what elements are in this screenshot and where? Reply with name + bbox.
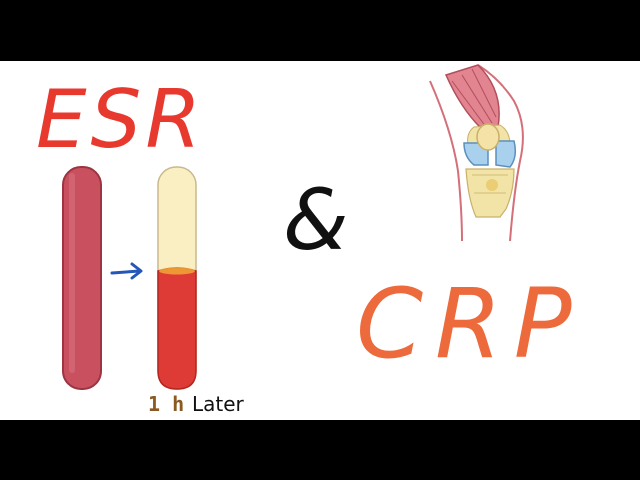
- thumbnail-canvas: ESR 1 h Later &: [0, 61, 640, 420]
- caption-later: Later: [192, 392, 245, 416]
- ampersand: &: [283, 171, 349, 269]
- letterbox-top: [0, 0, 640, 61]
- arrow-right-icon: [110, 262, 143, 280]
- crp-title: CRP: [356, 268, 584, 380]
- tube-after-icon: [157, 166, 197, 390]
- esr-title: ESR: [36, 73, 205, 166]
- knee-joint-illustration-icon: [429, 64, 524, 242]
- letterbox-bottom: [0, 420, 640, 480]
- caption-hour: 1 h: [148, 392, 184, 416]
- thumbnail-illustration: ESR 1 h Later &: [36, 64, 584, 416]
- tube-before-icon: [62, 166, 102, 390]
